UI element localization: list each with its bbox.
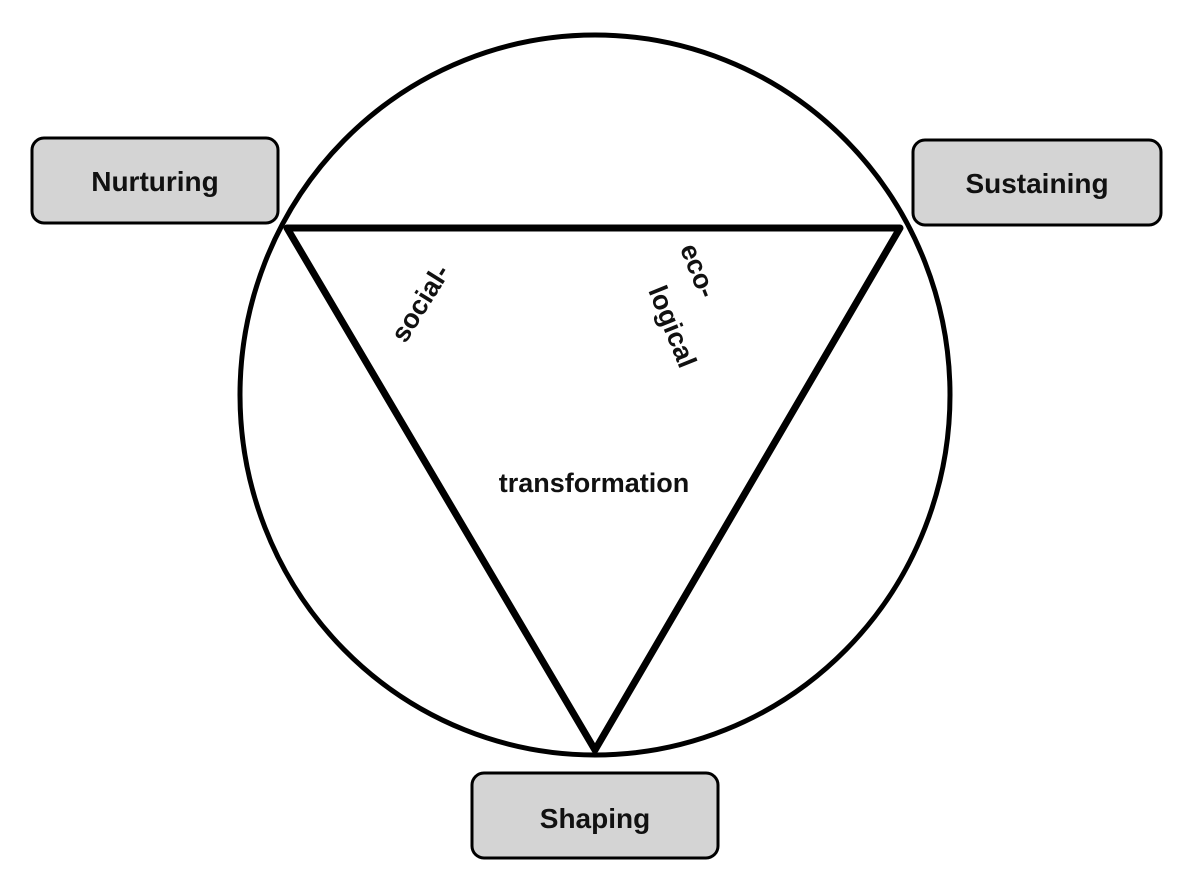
eco-label: eco- bbox=[674, 239, 723, 302]
nurturing-label: Nurturing bbox=[91, 166, 219, 197]
transformation-label: transformation bbox=[499, 468, 690, 498]
shaping-box: Shaping bbox=[470, 771, 720, 860]
sustaining-box: Sustaining bbox=[911, 138, 1163, 227]
sustaining-label: Sustaining bbox=[965, 168, 1108, 199]
inner-triangle bbox=[283, 224, 904, 754]
outer-circle bbox=[237, 32, 953, 758]
nurturing-box: Nurturing bbox=[30, 136, 280, 225]
shaping-label: Shaping bbox=[540, 803, 650, 834]
social-label: social- bbox=[385, 259, 456, 347]
